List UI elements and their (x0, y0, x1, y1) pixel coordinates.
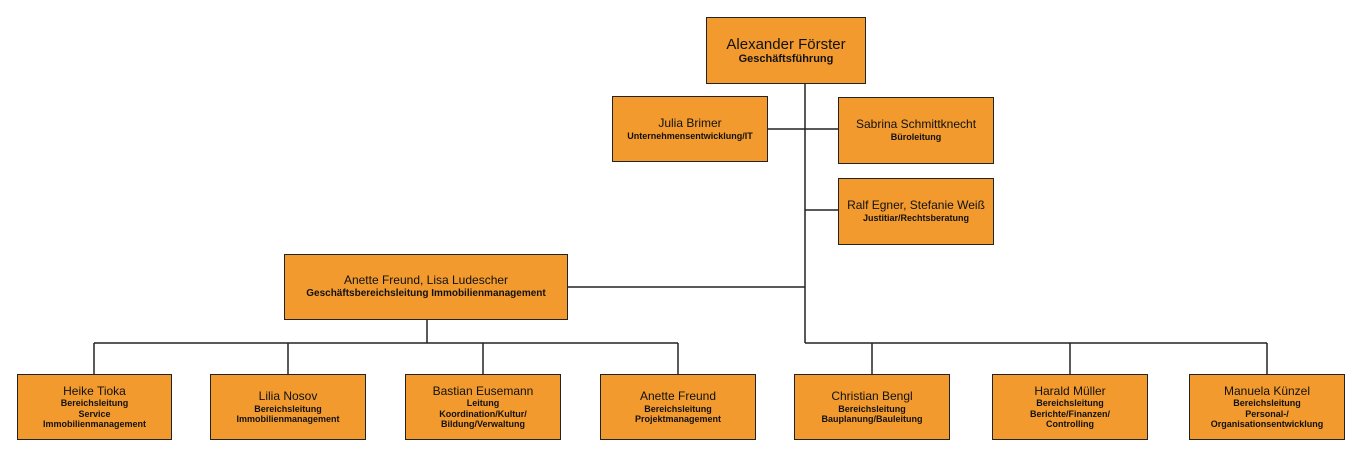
node-staff-it-name: Julia Brimer (658, 115, 722, 130)
node-legal-role: Justitiar/Rechtsberatung (862, 213, 970, 224)
node-legal: Ralf Egner, Stefanie Weiß Justitiar/Rech… (838, 178, 994, 245)
node-division-role: Geschäftsbereichsleitung Immobilienmanag… (306, 288, 546, 300)
node-unit-3: Bastian Eusemann Leitung Koordination/Ku… (405, 374, 561, 440)
node-unit-role: Bereichsleitung Immobilienmanagement (236, 403, 340, 424)
node-ceo: Alexander Förster Geschäftsführung (706, 17, 866, 84)
node-ceo-role: Geschäftsführung (738, 52, 834, 65)
node-ceo-name: Alexander Förster (726, 35, 846, 53)
node-unit-role: Leitung Koordination/Kultur/ Bildung/Ver… (439, 398, 527, 430)
node-unit-2: Lilia Nosov Bereichsleitung Immobilienma… (210, 374, 366, 440)
node-unit-7: Manuela Künzel Bereichsleitung Personal-… (1189, 374, 1345, 440)
node-staff-office-name: Sabrina Schmittknecht (855, 117, 977, 132)
node-unit-1: Heike Tioka Bereichsleitung Service Immo… (17, 374, 172, 440)
node-staff-office: Sabrina Schmittknecht Büroleitung (838, 97, 994, 164)
node-unit-5: Christian Bengl Bereichsleitung Bauplanu… (794, 374, 950, 440)
node-unit-role: Bereichsleitung Service Immobilienmanage… (42, 398, 147, 430)
node-staff-office-role: Büroleitung (890, 132, 942, 143)
node-unit-6: Harald Müller Bereichsleitung Berichte/F… (992, 374, 1148, 440)
node-unit-role: Bereichsleitung Projektmanagement (634, 403, 722, 424)
node-legal-name: Ralf Egner, Stefanie Weiß (847, 198, 985, 213)
node-unit-name: Bastian Eusemann (432, 383, 534, 398)
node-unit-name: Heike Tioka (63, 383, 126, 398)
node-division-name: Anette Freund, Lisa Ludescher (343, 273, 509, 288)
node-unit-name: Manuela Künzel (1223, 383, 1311, 398)
node-unit-role: Bereichsleitung Personal-/ Organisations… (1210, 398, 1324, 430)
node-unit-name: Harald Müller (1034, 383, 1106, 398)
node-staff-it: Julia Brimer Unternehmensentwicklung/IT (612, 96, 768, 162)
node-division: Anette Freund, Lisa Ludescher Geschäftsb… (284, 254, 568, 320)
node-unit-role: Bereichsleitung Berichte/Finanzen/ Contr… (1029, 398, 1110, 430)
node-unit-role: Bereichsleitung Bauplanung/Bauleitung (821, 403, 923, 424)
node-unit-4: Anette Freund Bereichsleitung Projektman… (600, 374, 756, 440)
node-unit-name: Lilia Nosov (258, 388, 318, 403)
node-unit-name: Christian Bengl (831, 388, 913, 403)
node-staff-it-role: Unternehmensentwicklung/IT (627, 130, 753, 141)
node-unit-name: Anette Freund (639, 388, 717, 403)
